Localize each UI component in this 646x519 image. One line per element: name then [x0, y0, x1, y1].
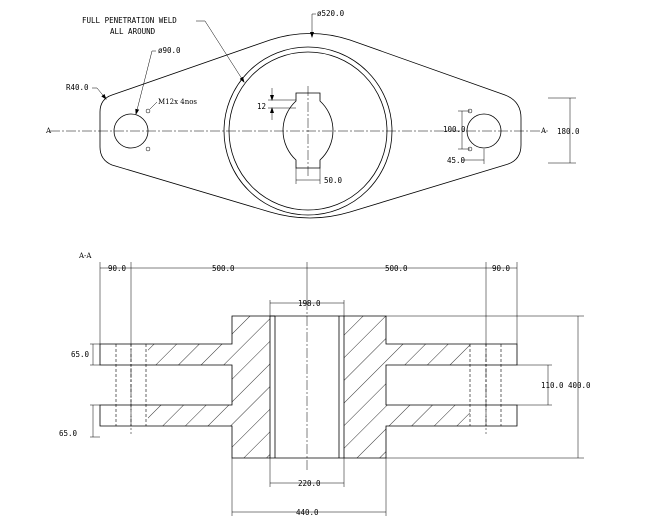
keyway-width-label: 50.0	[324, 176, 343, 185]
dim-left-span: 500.0	[212, 264, 235, 273]
dim-bore-top: 198.0	[298, 299, 321, 308]
weld-leader	[196, 20, 245, 83]
section-title: A-A	[78, 252, 92, 260]
dim-bore-bottom: 220.0	[298, 479, 321, 488]
section-marker-left: A	[45, 127, 52, 135]
dim-gap: 110.0	[541, 381, 564, 390]
dia-hole-leader	[135, 50, 156, 115]
dia-outer-leader	[310, 13, 316, 38]
keyway-depth-label: 12	[257, 102, 266, 111]
hole-offset-label: 45.0	[447, 156, 466, 165]
dim-right-flange: 90.0	[492, 264, 511, 273]
tapped-holes-leader	[149, 101, 158, 110]
dim-left-flange: 90.0	[108, 264, 127, 273]
dim-hub-height: 400.0	[568, 381, 591, 390]
dim-plate-thk-bot: 65.0	[59, 429, 78, 438]
section-view: A-A	[59, 252, 591, 517]
section-outline	[99, 315, 518, 459]
dia-hole-label: ø90.0	[158, 46, 181, 55]
weld-note-line2: ALL AROUND	[110, 27, 156, 36]
dim-hub-width: 440.0	[296, 508, 319, 517]
section-hatching	[148, 316, 470, 458]
tapped-hole	[145, 146, 151, 152]
tapped-holes-label: M12x 4nos	[158, 98, 197, 106]
overall-width-label: 180.0	[557, 127, 580, 136]
bracket-outline	[99, 33, 522, 219]
top-dimensions	[99, 262, 518, 344]
weld-note-line1: FULL PENETRATION WELD	[82, 16, 177, 25]
tapped-hole	[145, 108, 151, 114]
dim-plate-thk-top: 65.0	[71, 350, 90, 359]
radius-label: R40.0	[66, 83, 89, 92]
plan-view: A A FULL PENETRATION WELD ALL AROUND ø52…	[45, 9, 580, 219]
section-marker-right: A	[540, 127, 547, 135]
hole-spacing-label: 100.0	[443, 125, 466, 134]
dia-outer-label: ø520.0	[317, 9, 345, 18]
dim-right-span: 500.0	[385, 264, 408, 273]
radius-leader	[92, 87, 107, 100]
